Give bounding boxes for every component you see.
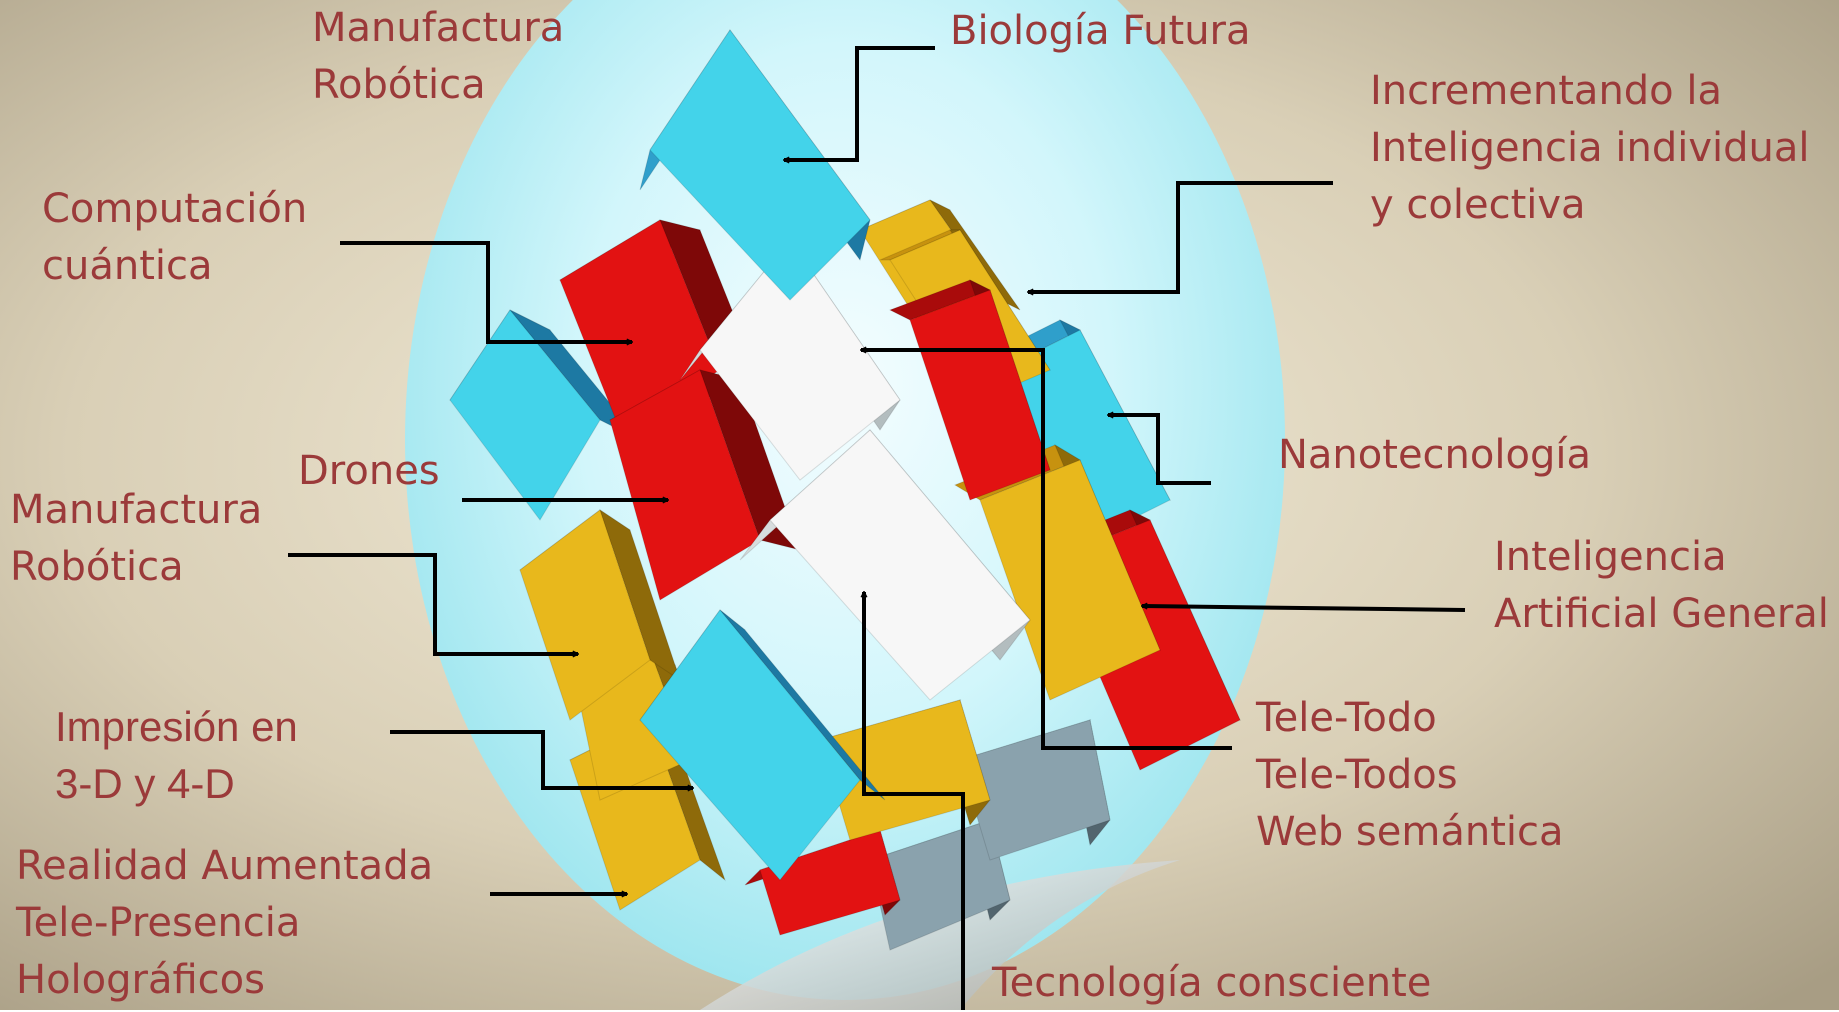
label-drones: Drones xyxy=(298,443,440,500)
label-nanotecnologia: Nanotecnología xyxy=(1278,427,1591,484)
label-biologia-futura: Biología Futura xyxy=(950,3,1251,60)
label-tecnologia-consciente: Tecnología consciente xyxy=(992,955,1431,1012)
